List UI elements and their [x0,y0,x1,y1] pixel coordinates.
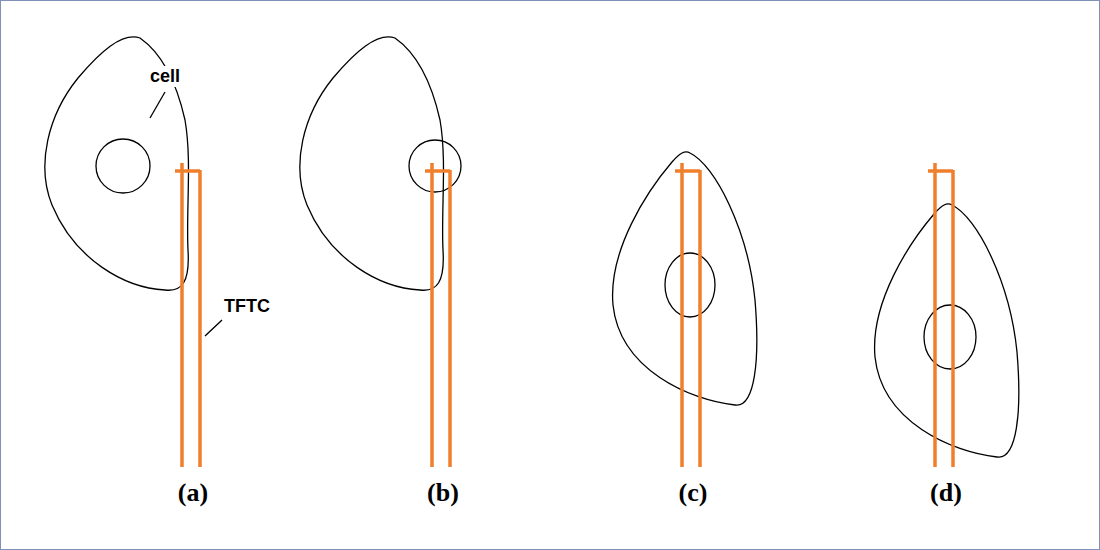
part-label: cell [148,66,182,87]
cell-outline [875,204,1019,457]
part-label: TFTC [222,296,272,317]
leader-line [205,320,222,336]
panel-label: (d) [928,478,964,508]
panel-label: (c) [677,478,710,508]
cell-outline [300,37,444,290]
panel-label: (b) [425,478,461,508]
nucleus [409,140,461,192]
panel-label: (a) [176,478,210,508]
tftc-sensor [928,163,953,467]
nucleus [96,139,150,193]
tftc-sensor [675,163,700,467]
tftc-sensor [425,163,450,467]
cell-outline [613,152,757,405]
nucleus [665,253,715,317]
tftc-sensor [175,163,200,467]
nucleus [924,305,976,369]
cell-outline [45,37,189,290]
leader-line [150,92,165,118]
